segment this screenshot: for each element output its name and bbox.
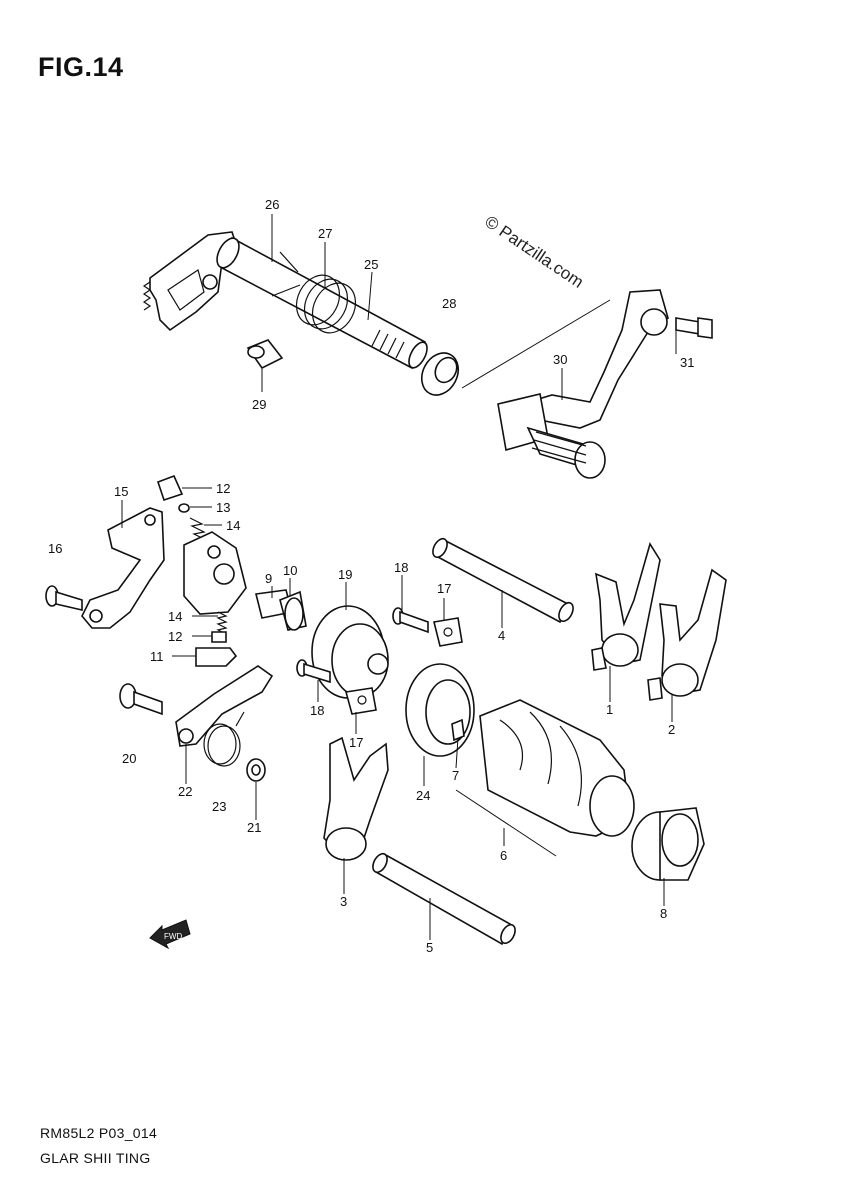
callout-24: 24 — [416, 788, 430, 803]
callout-numbers: 26 27 25 28 29 30 31 15 16 12 13 14 9 10… — [48, 197, 694, 955]
part-26-shift-shaft-arm[interactable] — [142, 231, 239, 332]
part-3-shift-fork[interactable] — [323, 736, 389, 861]
callout-27: 27 — [318, 226, 332, 241]
part-21-washer[interactable] — [246, 758, 266, 782]
callout-16: 16 — [48, 541, 62, 556]
callout-20: 20 — [122, 751, 136, 766]
callout-28: 28 — [442, 296, 456, 311]
callout-8: 8 — [660, 906, 667, 921]
part-27-return-spring[interactable] — [271, 251, 364, 340]
callout-4: 4 — [498, 628, 505, 643]
part-18b-screw[interactable] — [296, 659, 331, 684]
callout-22: 22 — [178, 784, 192, 799]
part-29-bolt[interactable] — [246, 339, 284, 370]
part-22-shaft-arm[interactable] — [175, 665, 274, 747]
callout-12b: 12 — [168, 629, 182, 644]
part-drum-cam[interactable] — [183, 531, 247, 615]
part-12-cap[interactable] — [156, 474, 184, 502]
callout-19: 19 — [338, 567, 352, 582]
callout-21: 21 — [247, 820, 261, 835]
leader-lines — [121, 214, 677, 940]
callout-3: 3 — [340, 894, 347, 909]
part-19-shift-cam[interactable] — [311, 605, 389, 699]
callout-9: 9 — [265, 571, 272, 586]
callout-23: 23 — [212, 799, 226, 814]
part-16-bolt[interactable] — [45, 585, 83, 612]
callout-7: 7 — [452, 768, 459, 783]
forward-arrow-icon: FWD — [149, 919, 191, 950]
callout-14a: 14 — [226, 518, 240, 533]
callout-26: 26 — [265, 197, 279, 212]
forward-arrow-label: FWD — [164, 932, 182, 941]
callout-30: 30 — [553, 352, 567, 367]
callout-17b: 17 — [349, 735, 363, 750]
part-30-gear-shift-lever[interactable] — [497, 289, 669, 479]
part-8-needle-bearing[interactable] — [631, 807, 705, 881]
part-14-spring[interactable] — [189, 517, 207, 541]
part-24-bearing[interactable] — [405, 663, 475, 757]
callout-15: 15 — [114, 484, 128, 499]
callout-6: 6 — [500, 848, 507, 863]
part-23-spring[interactable] — [203, 711, 245, 767]
part-12b-cap[interactable] — [211, 631, 227, 643]
callout-5: 5 — [426, 940, 433, 955]
part-28-oil-seal[interactable] — [415, 347, 466, 402]
part-10-spacer[interactable] — [279, 590, 307, 631]
callout-25: 25 — [364, 257, 378, 272]
callout-12a: 12 — [216, 481, 230, 496]
callout-29: 29 — [252, 397, 266, 412]
part-6-shift-drum[interactable] — [479, 699, 635, 837]
part-7-pin[interactable] — [451, 718, 465, 742]
part-1-shift-fork[interactable] — [591, 542, 661, 671]
callout-18a: 18 — [394, 560, 408, 575]
part-25-shift-shaft[interactable] — [213, 235, 431, 371]
part-11-pawl[interactable] — [195, 647, 238, 667]
part-5-fork-shaft[interactable] — [370, 851, 518, 946]
part-4-fork-shaft[interactable] — [430, 536, 576, 624]
part-17-plate[interactable] — [433, 617, 463, 647]
callout-11: 11 — [150, 649, 164, 664]
callout-14b: 14 — [168, 609, 182, 624]
callout-10: 10 — [283, 563, 297, 578]
part-2-shift-fork[interactable] — [647, 568, 727, 701]
part-18-screw[interactable] — [392, 607, 429, 634]
part-13-pin[interactable] — [178, 503, 190, 513]
part-15-stopper-plate[interactable] — [81, 507, 165, 629]
part-31-bolt[interactable] — [675, 317, 713, 339]
callout-31: 31 — [680, 355, 694, 370]
callout-17a: 17 — [437, 581, 451, 596]
part-17b-plate[interactable] — [344, 687, 377, 715]
callout-1: 1 — [606, 702, 613, 717]
callout-13: 13 — [216, 500, 230, 515]
model-code: RM85L2 P03_014 — [40, 1125, 158, 1141]
part-14b-spring[interactable] — [216, 611, 228, 635]
callout-2: 2 — [668, 722, 675, 737]
part-20-bolt[interactable] — [119, 683, 163, 716]
callout-18b: 18 — [310, 703, 324, 718]
figure-title: FIG.14 — [38, 52, 124, 82]
figure-caption: GLAR SHII TING — [40, 1150, 151, 1166]
